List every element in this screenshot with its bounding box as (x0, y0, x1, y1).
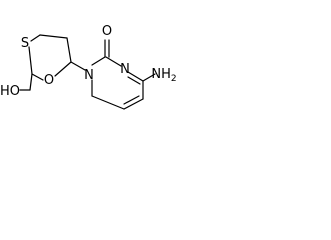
ring-oxygen-label: O (44, 73, 54, 88)
bond-n3-c4-b (127, 76, 141, 85)
n3-label: N (120, 62, 130, 77)
bond-c3-n1 (70, 61, 86, 71)
bond-c3-o (54, 61, 72, 77)
bond-c4-c3 (66, 37, 72, 63)
carbonyl-oxygen-label: O (102, 24, 112, 39)
bond-c5-c6-b (123, 95, 140, 105)
pyrimidinone-ring (91, 39, 156, 110)
structure-canvas: S O N N O HO NH2 (0, 24, 177, 110)
bond-c2-n3 (105, 56, 122, 67)
bond-c2-ch2 (29, 73, 33, 91)
bond-c5-c6-a (123, 98, 144, 110)
amino-label: NH2 (151, 67, 176, 84)
bond-s-c5 (30, 34, 41, 42)
bond-o-c2 (31, 73, 44, 81)
amino-subscript: 2 (171, 74, 177, 84)
n1-label: N (84, 68, 94, 83)
chemical-structure: S O N N O HO NH2 (0, 24, 177, 110)
amino-main: NH (151, 67, 171, 82)
bond-n3-c4-a (127, 71, 144, 82)
bond-c5-c4 (39, 34, 68, 39)
sulfur-atom-label: S (21, 36, 29, 51)
bond-n1-c2 (91, 56, 106, 66)
hydroxyl-label: HO (0, 84, 20, 99)
bond-c2-s (28, 46, 33, 75)
bond-c4-nh2 (142, 73, 156, 82)
hydroxymethyl-group (19, 73, 33, 91)
oxathiolane-ring (28, 34, 72, 81)
bond-c6-n1-lower (91, 95, 125, 110)
